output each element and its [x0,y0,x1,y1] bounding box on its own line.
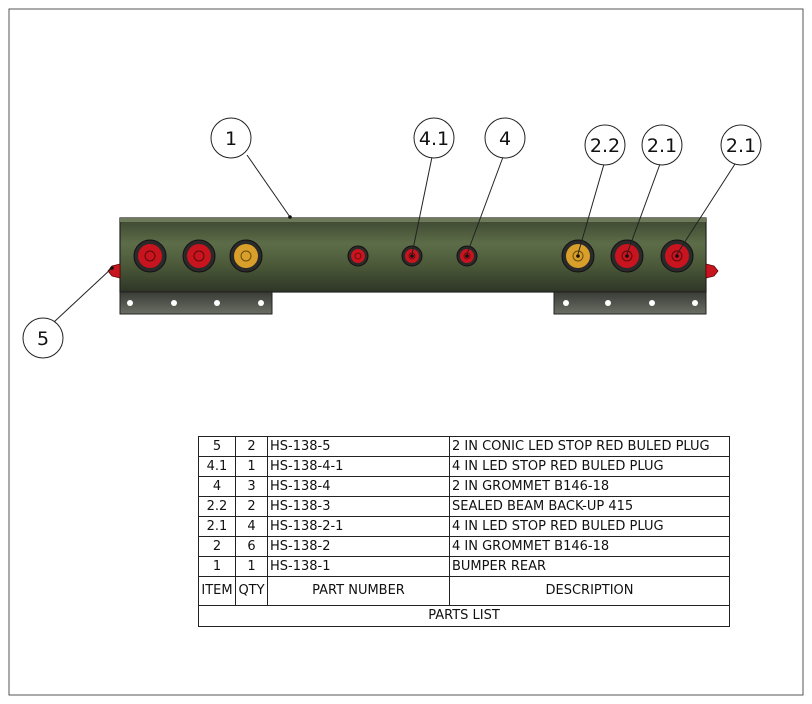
mounting-bracket-right [553,291,707,315]
description-cell: BUMPER REAR [449,556,730,577]
lamp-amber-large [229,239,263,273]
parts-list-table: 5 2 HS-138-5 2 IN CONIC LED STOP RED BUL… [198,436,730,627]
conic-plug-left [107,263,121,279]
qty-cell: 2 [235,496,268,517]
lamp-red-small [347,245,369,267]
header-qty: QTY [235,576,268,606]
leader-line-1 [246,154,291,218]
table-header-row: ITEM QTY PART NUMBER DESCRIPTION [198,576,730,606]
balloon-label: 4 [499,128,511,150]
description-cell: 4 IN GROMMET B146-18 [449,536,730,557]
balloon-label: 2.1 [726,135,756,157]
description-cell: 2 IN CONIC LED STOP RED BULED PLUG [449,436,730,457]
leader-lines [53,154,736,323]
mounting-bracket-left [119,291,273,315]
balloon-2-2: 2.2 [584,124,626,166]
table-row: 2.2 2 HS-138-3 SEALED BEAM BACK-UP 415 [198,496,730,517]
balloon-2-1-b: 2.1 [720,124,762,166]
leader-line-5 [53,267,113,323]
table-row: 4.1 1 HS-138-4-1 4 IN LED STOP RED BULED… [198,456,730,477]
bumper-bar-top-edge [120,218,706,222]
qty-cell: 3 [235,476,268,497]
part-number-cell: HS-138-2 [267,536,450,557]
qty-cell: 1 [235,456,268,477]
balloon-label: 2.1 [647,135,677,157]
balloon-1: 1 [210,117,252,159]
bracket-hole [127,300,133,306]
description-cell: 2 IN GROMMET B146-18 [449,476,730,497]
balloon-label: 1 [225,128,237,150]
part-number-cell: HS-138-3 [267,496,450,517]
bracket-hole [171,300,177,306]
bracket-hole [258,300,264,306]
item-cell: 5 [198,436,236,457]
table-row: 1 1 HS-138-1 BUMPER REAR [198,556,730,577]
lamp-red-large [133,239,167,273]
bracket-hole [214,300,220,306]
balloon-label: 5 [37,328,49,350]
table-row: 2.1 4 HS-138-2-1 4 IN LED STOP RED BULED… [198,516,730,537]
leader-endpoints [110,215,679,270]
bracket-hole [605,300,611,306]
part-number-cell: HS-138-4 [267,476,450,497]
leader-line-4 [466,156,504,255]
table-row: 2 6 HS-138-2 4 IN GROMMET B146-18 [198,536,730,557]
header-description: DESCRIPTION [449,576,730,606]
bracket-hole [649,300,655,306]
header-item: ITEM [198,576,236,606]
description-cell: SEALED BEAM BACK-UP 415 [449,496,730,517]
leader-line-2-1-a [626,163,661,255]
balloon-4-1: 4.1 [413,117,455,159]
table-caption-row: PARTS LIST [198,605,730,627]
qty-cell: 2 [235,436,268,457]
description-cell: 4 IN LED STOP RED BULED PLUG [449,456,730,477]
parts-list-caption: PARTS LIST [198,605,730,627]
item-cell: 4.1 [198,456,236,477]
part-number-cell: HS-138-5 [267,436,450,457]
description-cell: 4 IN LED STOP RED BULED PLUG [449,516,730,537]
balloon-label: 4.1 [419,128,449,150]
part-number-cell: HS-138-4-1 [267,456,450,477]
qty-cell: 4 [235,516,268,537]
item-cell: 2.1 [198,516,236,537]
table-row: 5 2 HS-138-5 2 IN CONIC LED STOP RED BUL… [198,436,730,457]
item-cell: 4 [198,476,236,497]
drawing-frame [8,8,804,696]
leader-line-2-2 [577,163,605,255]
qty-cell: 1 [235,556,268,577]
balloon-4: 4 [484,117,526,159]
item-cell: 1 [198,556,236,577]
item-cell: 2.2 [198,496,236,517]
balloon-5: 5 [22,317,64,359]
part-number-cell: HS-138-2-1 [267,516,450,537]
conic-plug-right [705,263,719,279]
balloon-2-1-a: 2.1 [641,124,683,166]
balloon-label: 2.2 [590,135,620,157]
table-row: 4 3 HS-138-4 2 IN GROMMET B146-18 [198,476,730,497]
bracket-hole [563,300,569,306]
bracket-hole [692,300,698,306]
bumper-assembly [107,217,719,315]
item-cell: 2 [198,536,236,557]
header-part-number: PART NUMBER [267,576,450,606]
qty-cell: 6 [235,536,268,557]
lamp-red-large [182,239,216,273]
part-number-cell: HS-138-1 [267,556,450,577]
leader-line-2-1-b [676,163,736,255]
leader-line-4-1 [411,156,433,255]
